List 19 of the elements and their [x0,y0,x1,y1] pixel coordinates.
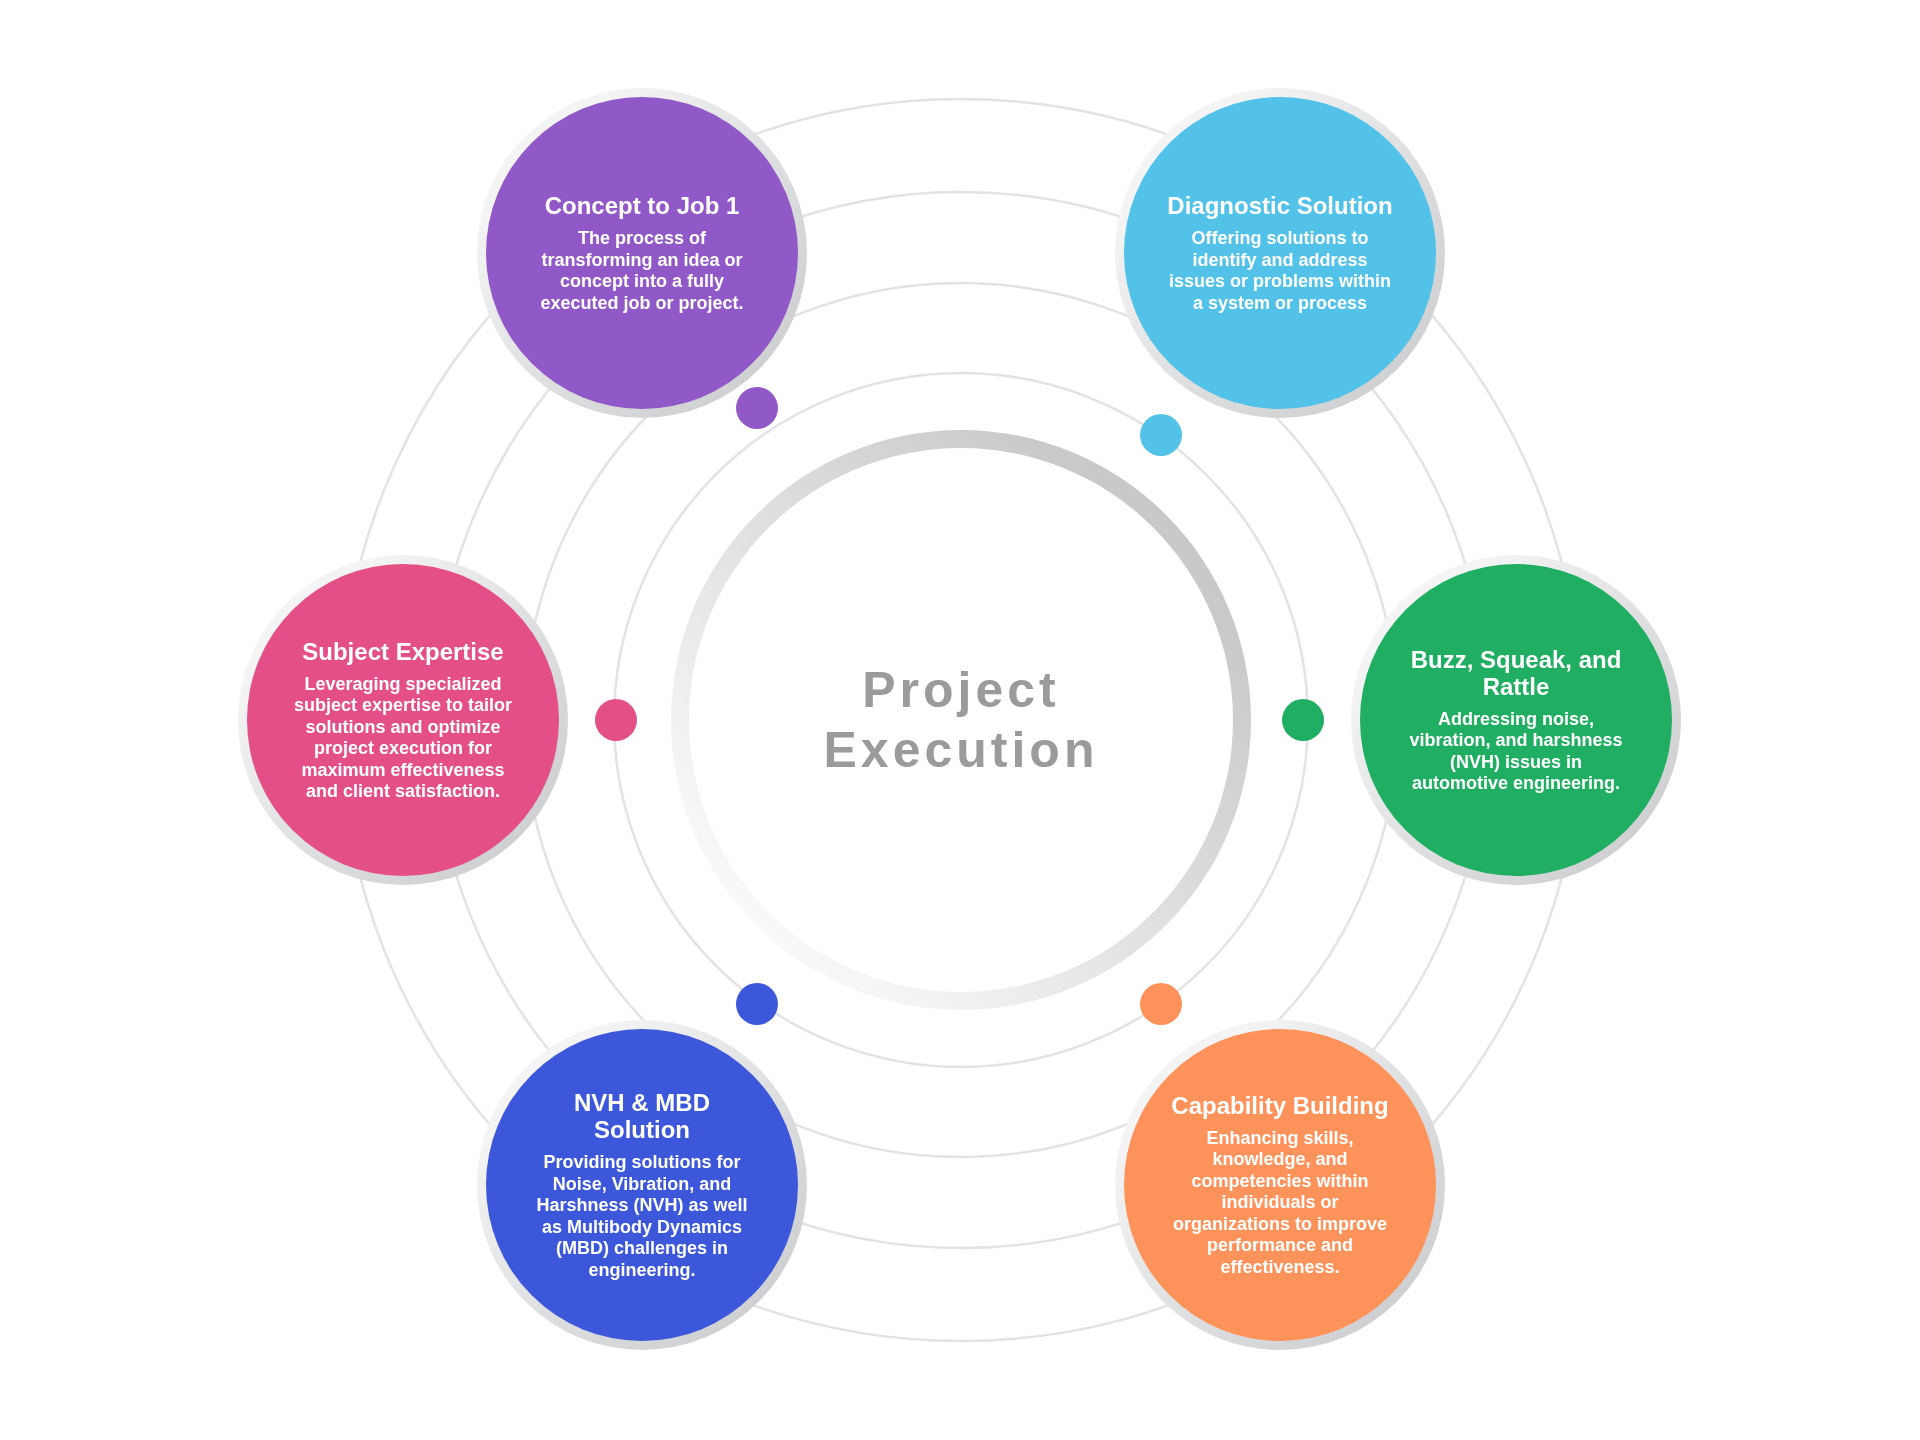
dot-icon [736,983,778,1025]
circle-description: Enhancing skills, knowledge, and competencies within individuals or organizations to improve performance and effectiveness. [1172,1127,1388,1279]
circle-description: Offering solutions to identify and address issues or problems within a system or process [1167,228,1392,314]
center-title: Project Execution [822,661,1100,780]
circle-heading: Buzz, Squeak, and Rattle [1409,645,1623,700]
circle-heading: Diagnostic Solution [1167,192,1393,219]
circle-heading: Capability Building [1171,1091,1389,1119]
circle-description: Providing solutions for Noise, Vibration, and Harshness (NVH) as well as Multibody Dynamics (MBD) challenges in engineering. [535,1152,749,1281]
circle-heading: Subject Expertise [302,637,504,665]
dot-icon [1140,983,1182,1025]
dot-icon [1282,699,1324,741]
circle-heading: Concept to Job 1 [544,192,740,219]
dot-icon [1140,414,1182,456]
dot-icon [736,387,778,429]
circle-description: Leveraging specialized subject expertise to tailor solutions and optimize project execution for maximum effectiveness and client satisfaction. [292,673,514,803]
circle-description: Addressing noise, vibration, and harshness (NVH) issues in automotive engineering. [1408,708,1624,795]
circle-description: The process of transforming an idea or concept into a fully executed job or project. [539,228,745,314]
dot-icon [595,699,637,741]
circle-heading: NVH & MBD Solution [573,1089,711,1143]
